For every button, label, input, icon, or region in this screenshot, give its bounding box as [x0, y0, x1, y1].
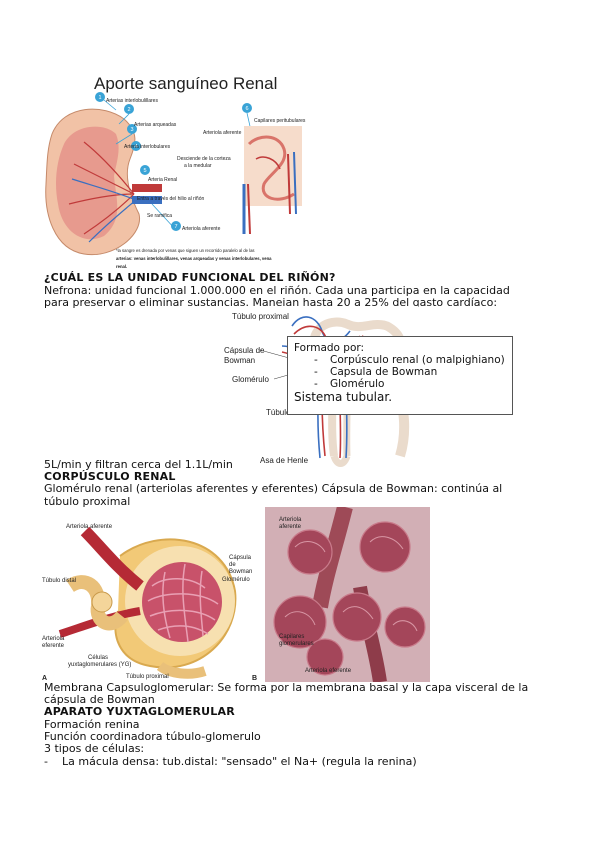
- paragraph-glomerulo-line-2: túbulo proximal: [44, 495, 131, 508]
- paragraph-glomerulo-line-1: Glomérulo renal (arteriolas aferentes y …: [44, 482, 503, 495]
- label-arterias-arqueadas: Arterias arqueadas: [134, 122, 177, 128]
- note-line-2: arterias: venas interlobulillares, venas…: [116, 256, 272, 261]
- paragraph-tipos-celulas: 3 tipos de células:: [44, 742, 145, 755]
- heading-corpusculo-renal: CORPÚSCULO RENAL: [44, 470, 176, 483]
- label-tubulo-proximal: Túbulo proximal: [126, 674, 169, 680]
- paragraph-nefrona-line-1: Nefrona: unidad funcional 1.000.000 en e…: [44, 284, 510, 297]
- glomerulus-illustration: Arteriola aferente Capilares glomerulare…: [265, 507, 430, 682]
- label-capsula-de: Cápsula de: [224, 346, 265, 355]
- label-arteriola-1: Arteriola: [279, 517, 302, 523]
- renal-blood-supply-figure: Aporte sanguíneo Renal 1 2: [44, 64, 316, 270]
- paragraph-funcion-coordinadora: Función coordinadora túbulo-glomerulo: [44, 730, 261, 743]
- label-tubulo: Túbulo: [266, 408, 291, 417]
- label-arteriola-aferente-a: Arteriola aferente: [203, 130, 242, 136]
- heading-aparato-yuxtaglomerular: APARATO YUXTAGLOMERULAR: [44, 705, 235, 718]
- callout-item-3: -Glomérulo: [314, 378, 385, 390]
- marker-5: 5: [143, 168, 146, 174]
- marker-6: 6: [245, 106, 248, 112]
- label-celulas-1: Células: [88, 655, 108, 661]
- callout-item-1: -Corpúsculo renal (o malpighiano): [314, 354, 505, 366]
- heading-unidad-funcional: ¿CUÁL ES LA UNIDAD FUNCIONAL DEL RIÑÓN?: [44, 271, 336, 284]
- marker-1: 1: [98, 95, 101, 101]
- number-markers: [95, 92, 252, 231]
- label-arteriola-eferente: Arteriola eferente: [305, 668, 352, 674]
- label-arteria-interlobulares: Arteria interlobulares: [124, 144, 171, 150]
- label-arteriola-aferente-b: Arteriola aferente: [182, 226, 221, 232]
- marker-4: 4: [134, 144, 137, 150]
- note-line-1: *la sangre es drenada por venas que sigu…: [116, 248, 255, 253]
- bullet-dash: -: [44, 755, 48, 768]
- label-celulas-2: yuxtaglomerulares (YG): [68, 662, 131, 668]
- paragraph-filtran: 5L/min y filtran cerca del 1.1L/min: [44, 458, 233, 471]
- callout-footer: Sistema tubular.: [294, 390, 393, 404]
- paragraph-membrana-line-1: Membrana Capsuloglomerular: Se forma por…: [44, 681, 529, 694]
- marker-7: 7: [174, 224, 177, 230]
- label-tubulo-proximal: Túbulo proximal: [232, 312, 289, 321]
- paragraph-formacion-renina: Formación renina: [44, 718, 140, 731]
- label-capsula-1: Cápsula: [229, 555, 252, 561]
- label-arterias-interlobulillares: Arterias interlobulillares: [106, 98, 158, 104]
- label-capsula-2: de: [229, 562, 236, 568]
- label-desciende-corteza: Desciende de la corteza: [177, 156, 231, 162]
- label-arteriola-2: aferente: [279, 524, 302, 530]
- panel-label-b: B: [252, 675, 257, 682]
- figure-title: Aporte sanguíneo Renal: [94, 74, 277, 93]
- label-arteriola-1: Arteriola: [42, 636, 65, 642]
- note-line-3: renal.: [116, 264, 127, 269]
- label-capsula-3: Bowman: [229, 569, 252, 575]
- paragraph-membrana-line-2: cápsula de Bowman: [44, 693, 155, 706]
- label-capilares-2: glomerulares: [279, 641, 314, 647]
- panel-label-a: A: [42, 675, 47, 682]
- callout-heading: Formado por:: [294, 342, 365, 354]
- label-glomerulo: Glomérulo: [222, 577, 250, 583]
- label-bowman: Bowman: [224, 356, 255, 365]
- nephron-callout-box: Formado por: -Corpúsculo renal (o malpig…: [287, 336, 513, 415]
- renal-corpuscle-diagram: Arteriola aferente Túbulo distal Cápsula…: [40, 516, 258, 682]
- label-arteriola-aferente: Arteriola aferente: [66, 524, 113, 530]
- label-capilares-1: Capilares: [279, 634, 304, 640]
- label-arteriola-2: eferente: [42, 643, 65, 649]
- glomerulus-micrograph: Arteriola aferente Capilares glomerulare…: [265, 507, 430, 682]
- renal-corpuscle-illustration: Arteriola aferente Túbulo distal Cápsula…: [40, 516, 258, 682]
- label-tubulo-distal: Túbulo distal: [42, 578, 76, 584]
- bullet-macula-text: La mácula densa: tub.distal: "sensado" e…: [62, 755, 417, 768]
- label-se-ramifica: Se ramifica: [147, 213, 172, 219]
- label-asa-henle: Asa de Henle: [260, 456, 309, 465]
- marker-3: 3: [130, 127, 133, 133]
- renal-blood-supply-illustration: Aporte sanguíneo Renal 1 2: [44, 64, 316, 270]
- label-entra-hilio: Entra a través del hilio al riñón: [137, 196, 204, 202]
- label-desciende-corteza-2: a la medular: [184, 163, 212, 169]
- label-glomerulo: Glomérulo: [232, 375, 269, 384]
- callout-item-2: -Capsula de Bowman: [314, 366, 438, 378]
- label-arteria-renal: Arteria Renal: [148, 177, 177, 183]
- marker-2: 2: [127, 107, 130, 113]
- label-capilares-peritubulares: Capilares peritubulares: [254, 118, 306, 124]
- bullet-macula-densa: - La mácula densa: tub.distal: "sensado" …: [44, 755, 417, 768]
- paragraph-nefrona-line-2: para preservar o eliminar sustancias. Ma…: [44, 296, 498, 309]
